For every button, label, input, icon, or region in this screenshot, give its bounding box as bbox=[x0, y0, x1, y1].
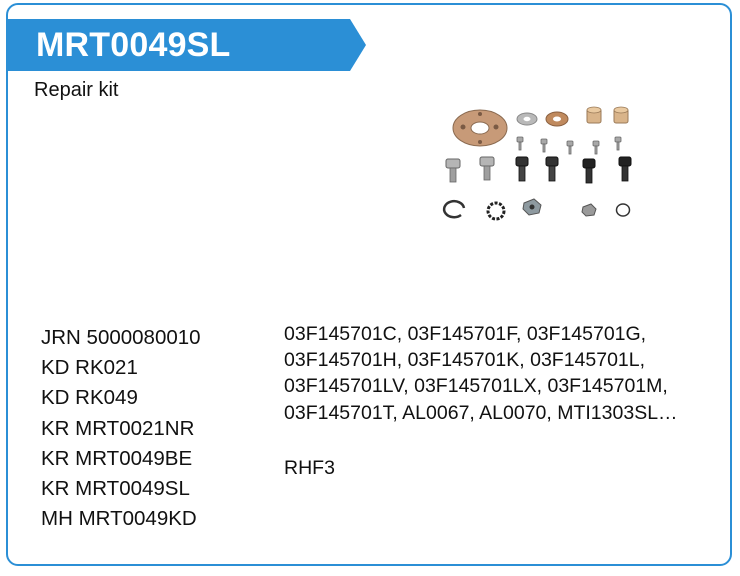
product-code: MRT0049SL bbox=[36, 26, 231, 64]
product-type: Repair kit bbox=[34, 79, 119, 101]
oem-line: 03F145701H, 03F145701K, 03F145701L, bbox=[284, 349, 646, 372]
washer-icon bbox=[516, 112, 538, 126]
list-item: KR MRT0049BE bbox=[41, 446, 193, 470]
list-item: KR MRT0049SL bbox=[41, 477, 190, 501]
product-code-banner: MRT0049SL bbox=[8, 19, 366, 71]
oem-line: 03F145701T, AL0067, AL0070, MTI1303SL… bbox=[284, 401, 678, 424]
list-item: KD RK049 bbox=[41, 386, 138, 410]
small-screw-icon bbox=[516, 136, 622, 155]
lock-washer-icon bbox=[486, 201, 506, 221]
product-card: MRT0049SL Repair kit bbox=[6, 3, 732, 566]
list-item: KR MRT0021NR bbox=[41, 416, 195, 440]
thrust-plate-icon bbox=[452, 109, 508, 147]
oem-number-list: 03F145701C, 03F145701F, 03F145701G, 03F1… bbox=[284, 321, 724, 426]
o-ring-icon bbox=[615, 203, 631, 217]
oem-line: 03F145701LV, 03F145701LX, 03F145701M, bbox=[284, 375, 668, 398]
turbo-model: RHF3 bbox=[284, 457, 335, 479]
nut-icon bbox=[522, 198, 597, 217]
list-item: MH MRT0049KD bbox=[41, 507, 197, 531]
snap-ring-icon bbox=[442, 199, 466, 219]
bronze-washer-icon bbox=[545, 111, 569, 127]
cross-reference-list: JRN 5000080010 KD RK021 KD RK049 KR MRT0… bbox=[41, 323, 201, 534]
bolt-icon bbox=[445, 156, 632, 184]
repair-kit-parts-icon bbox=[442, 106, 632, 221]
bushing-icon bbox=[586, 106, 629, 124]
list-item: JRN 5000080010 bbox=[41, 326, 201, 349]
list-item: KD RK021 bbox=[41, 356, 138, 380]
oem-line: 03F145701C, 03F145701F, 03F145701G, bbox=[284, 323, 647, 345]
